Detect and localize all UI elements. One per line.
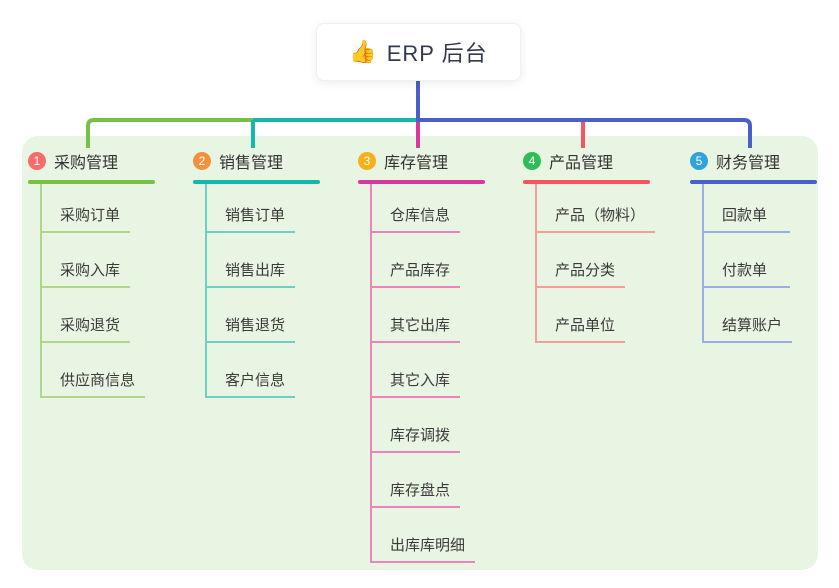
branch-number-badge: 3: [358, 152, 376, 170]
node-item[interactable]: 库存盘点: [372, 453, 461, 508]
branch-number-badge: 1: [28, 152, 46, 170]
node-item[interactable]: 采购退货: [42, 288, 131, 343]
branch-purchase: 1 采购管理 采购订单 采购入库 采购退货 供应商信息: [28, 146, 155, 398]
thumbs-up-icon: 👍: [349, 39, 377, 64]
node-item[interactable]: 出库库明细: [372, 508, 476, 563]
node-item[interactable]: 其它出库: [372, 288, 461, 343]
branch-sales: 2 销售管理 销售订单 销售出库 销售退货 客户信息: [193, 146, 320, 398]
branch-label: 财务管理: [716, 155, 781, 172]
branch-inventory-header[interactable]: 3 库存管理: [358, 146, 485, 176]
node-item[interactable]: 产品单位: [537, 288, 626, 343]
branch-number-badge: 2: [193, 152, 211, 170]
node-item[interactable]: 回款单: [704, 184, 790, 233]
root-node-label: ERP 后台: [386, 41, 488, 66]
branch-purchase-children: 采购订单 采购入库 采购退货 供应商信息: [40, 184, 155, 398]
node-item[interactable]: 产品分类: [537, 233, 626, 288]
node-item[interactable]: 产品库存: [372, 233, 461, 288]
node-item[interactable]: 采购入库: [42, 233, 131, 288]
branch-inventory: 3 库存管理 仓库信息 产品库存 其它出库 其它入库 库存调拨 库存盘点 出库库…: [358, 146, 485, 563]
branch-product: 4 产品管理 产品（物料） 产品分类 产品单位: [523, 146, 656, 343]
node-item[interactable]: 仓库信息: [372, 184, 461, 233]
branch-inventory-children: 仓库信息 产品库存 其它出库 其它入库 库存调拨 库存盘点 出库库明细: [370, 184, 485, 563]
root-node-erp[interactable]: 👍 ERP 后台: [316, 23, 521, 81]
branch-underline: [358, 180, 485, 184]
branch-number-badge: 4: [523, 152, 541, 170]
node-item[interactable]: 产品（物料）: [537, 184, 656, 233]
branch-sales-children: 销售订单 销售出库 销售退货 客户信息: [205, 184, 320, 398]
branch-finance-header[interactable]: 5 财务管理: [690, 146, 817, 176]
branch-underline: [523, 180, 650, 184]
branch-sales-header[interactable]: 2 销售管理: [193, 146, 320, 176]
node-item[interactable]: 销售出库: [207, 233, 296, 288]
branch-underline: [28, 180, 155, 184]
branch-product-header[interactable]: 4 产品管理: [523, 146, 650, 176]
node-item[interactable]: 库存调拨: [372, 398, 461, 453]
node-item[interactable]: 付款单: [704, 233, 790, 288]
node-item[interactable]: 结算账户: [704, 288, 793, 343]
node-item[interactable]: 采购订单: [42, 184, 131, 233]
branch-finance: 5 财务管理 回款单 付款单 结算账户: [690, 146, 817, 343]
node-item[interactable]: 客户信息: [207, 343, 296, 398]
branch-label: 销售管理: [219, 155, 284, 172]
mindmap-panel: [22, 136, 818, 570]
branch-label: 产品管理: [549, 155, 614, 172]
branch-underline: [690, 180, 817, 184]
node-item[interactable]: 供应商信息: [42, 343, 146, 398]
branch-purchase-header[interactable]: 1 采购管理: [28, 146, 155, 176]
branch-product-children: 产品（物料） 产品分类 产品单位: [535, 184, 656, 343]
node-item[interactable]: 销售订单: [207, 184, 296, 233]
node-item[interactable]: 其它入库: [372, 343, 461, 398]
branch-label: 库存管理: [384, 155, 449, 172]
branch-label: 采购管理: [54, 155, 119, 172]
branch-underline: [193, 180, 320, 184]
branch-number-badge: 5: [690, 152, 708, 170]
node-item[interactable]: 销售退货: [207, 288, 296, 343]
branch-finance-children: 回款单 付款单 结算账户: [702, 184, 817, 343]
